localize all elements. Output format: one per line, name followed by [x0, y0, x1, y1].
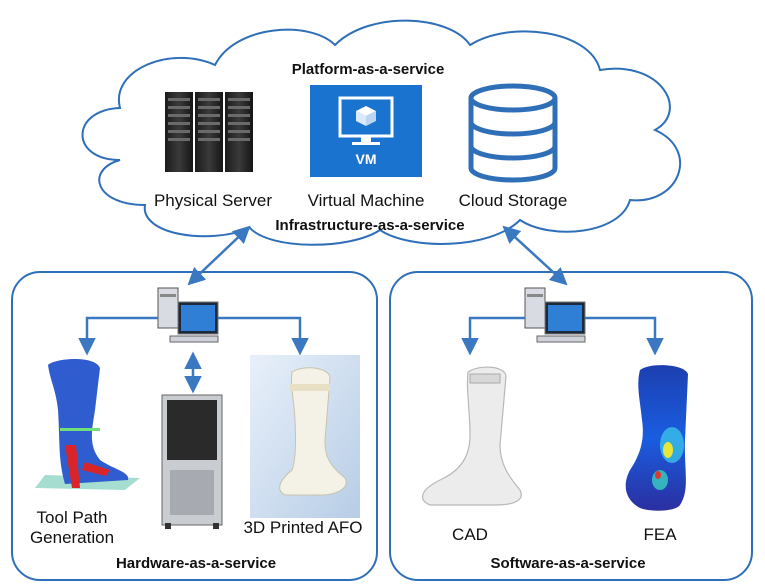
software-panel-title: Software-as-a-service	[490, 555, 646, 572]
cloud-software-arrow	[502, 225, 568, 286]
vm-icon	[310, 85, 422, 177]
computer-icon	[157, 287, 219, 343]
cloud-hardware-arrow	[187, 225, 251, 286]
toolpath-label-line1: Tool Path	[36, 508, 108, 527]
cad-label: CAD	[452, 525, 488, 544]
fea-model	[625, 365, 688, 511]
hw-arrow-left	[78, 316, 158, 356]
fea-label: FEA	[643, 525, 677, 544]
virtual-machine-label: Virtual Machine	[307, 191, 425, 210]
vm-badge: VM	[355, 151, 377, 167]
printer-icon	[161, 394, 223, 529]
server-rack-icon	[165, 92, 253, 172]
printed-afo-photo	[250, 355, 360, 518]
physical-server-label: Physical Server	[153, 191, 273, 210]
sw-arrow-left	[461, 316, 525, 356]
printed-afo-label: 3D Printed AFO	[243, 518, 363, 537]
hw-arrow-right	[218, 316, 309, 356]
toolpath-model	[35, 359, 140, 490]
cad-model	[422, 366, 522, 506]
cloud-storage-label: Cloud Storage	[458, 191, 568, 210]
cloud-subtitle: Infrastructure-as-a-service	[275, 217, 465, 234]
software-panel	[389, 271, 753, 581]
database-icon	[468, 83, 558, 183]
computer-icon-software	[524, 287, 586, 343]
cloud-title: Platform-as-a-service	[291, 61, 445, 78]
toolpath-label-line2: Generation	[29, 528, 115, 547]
sw-arrow-right	[585, 316, 664, 356]
hardware-panel-title: Hardware-as-a-service	[115, 555, 277, 572]
